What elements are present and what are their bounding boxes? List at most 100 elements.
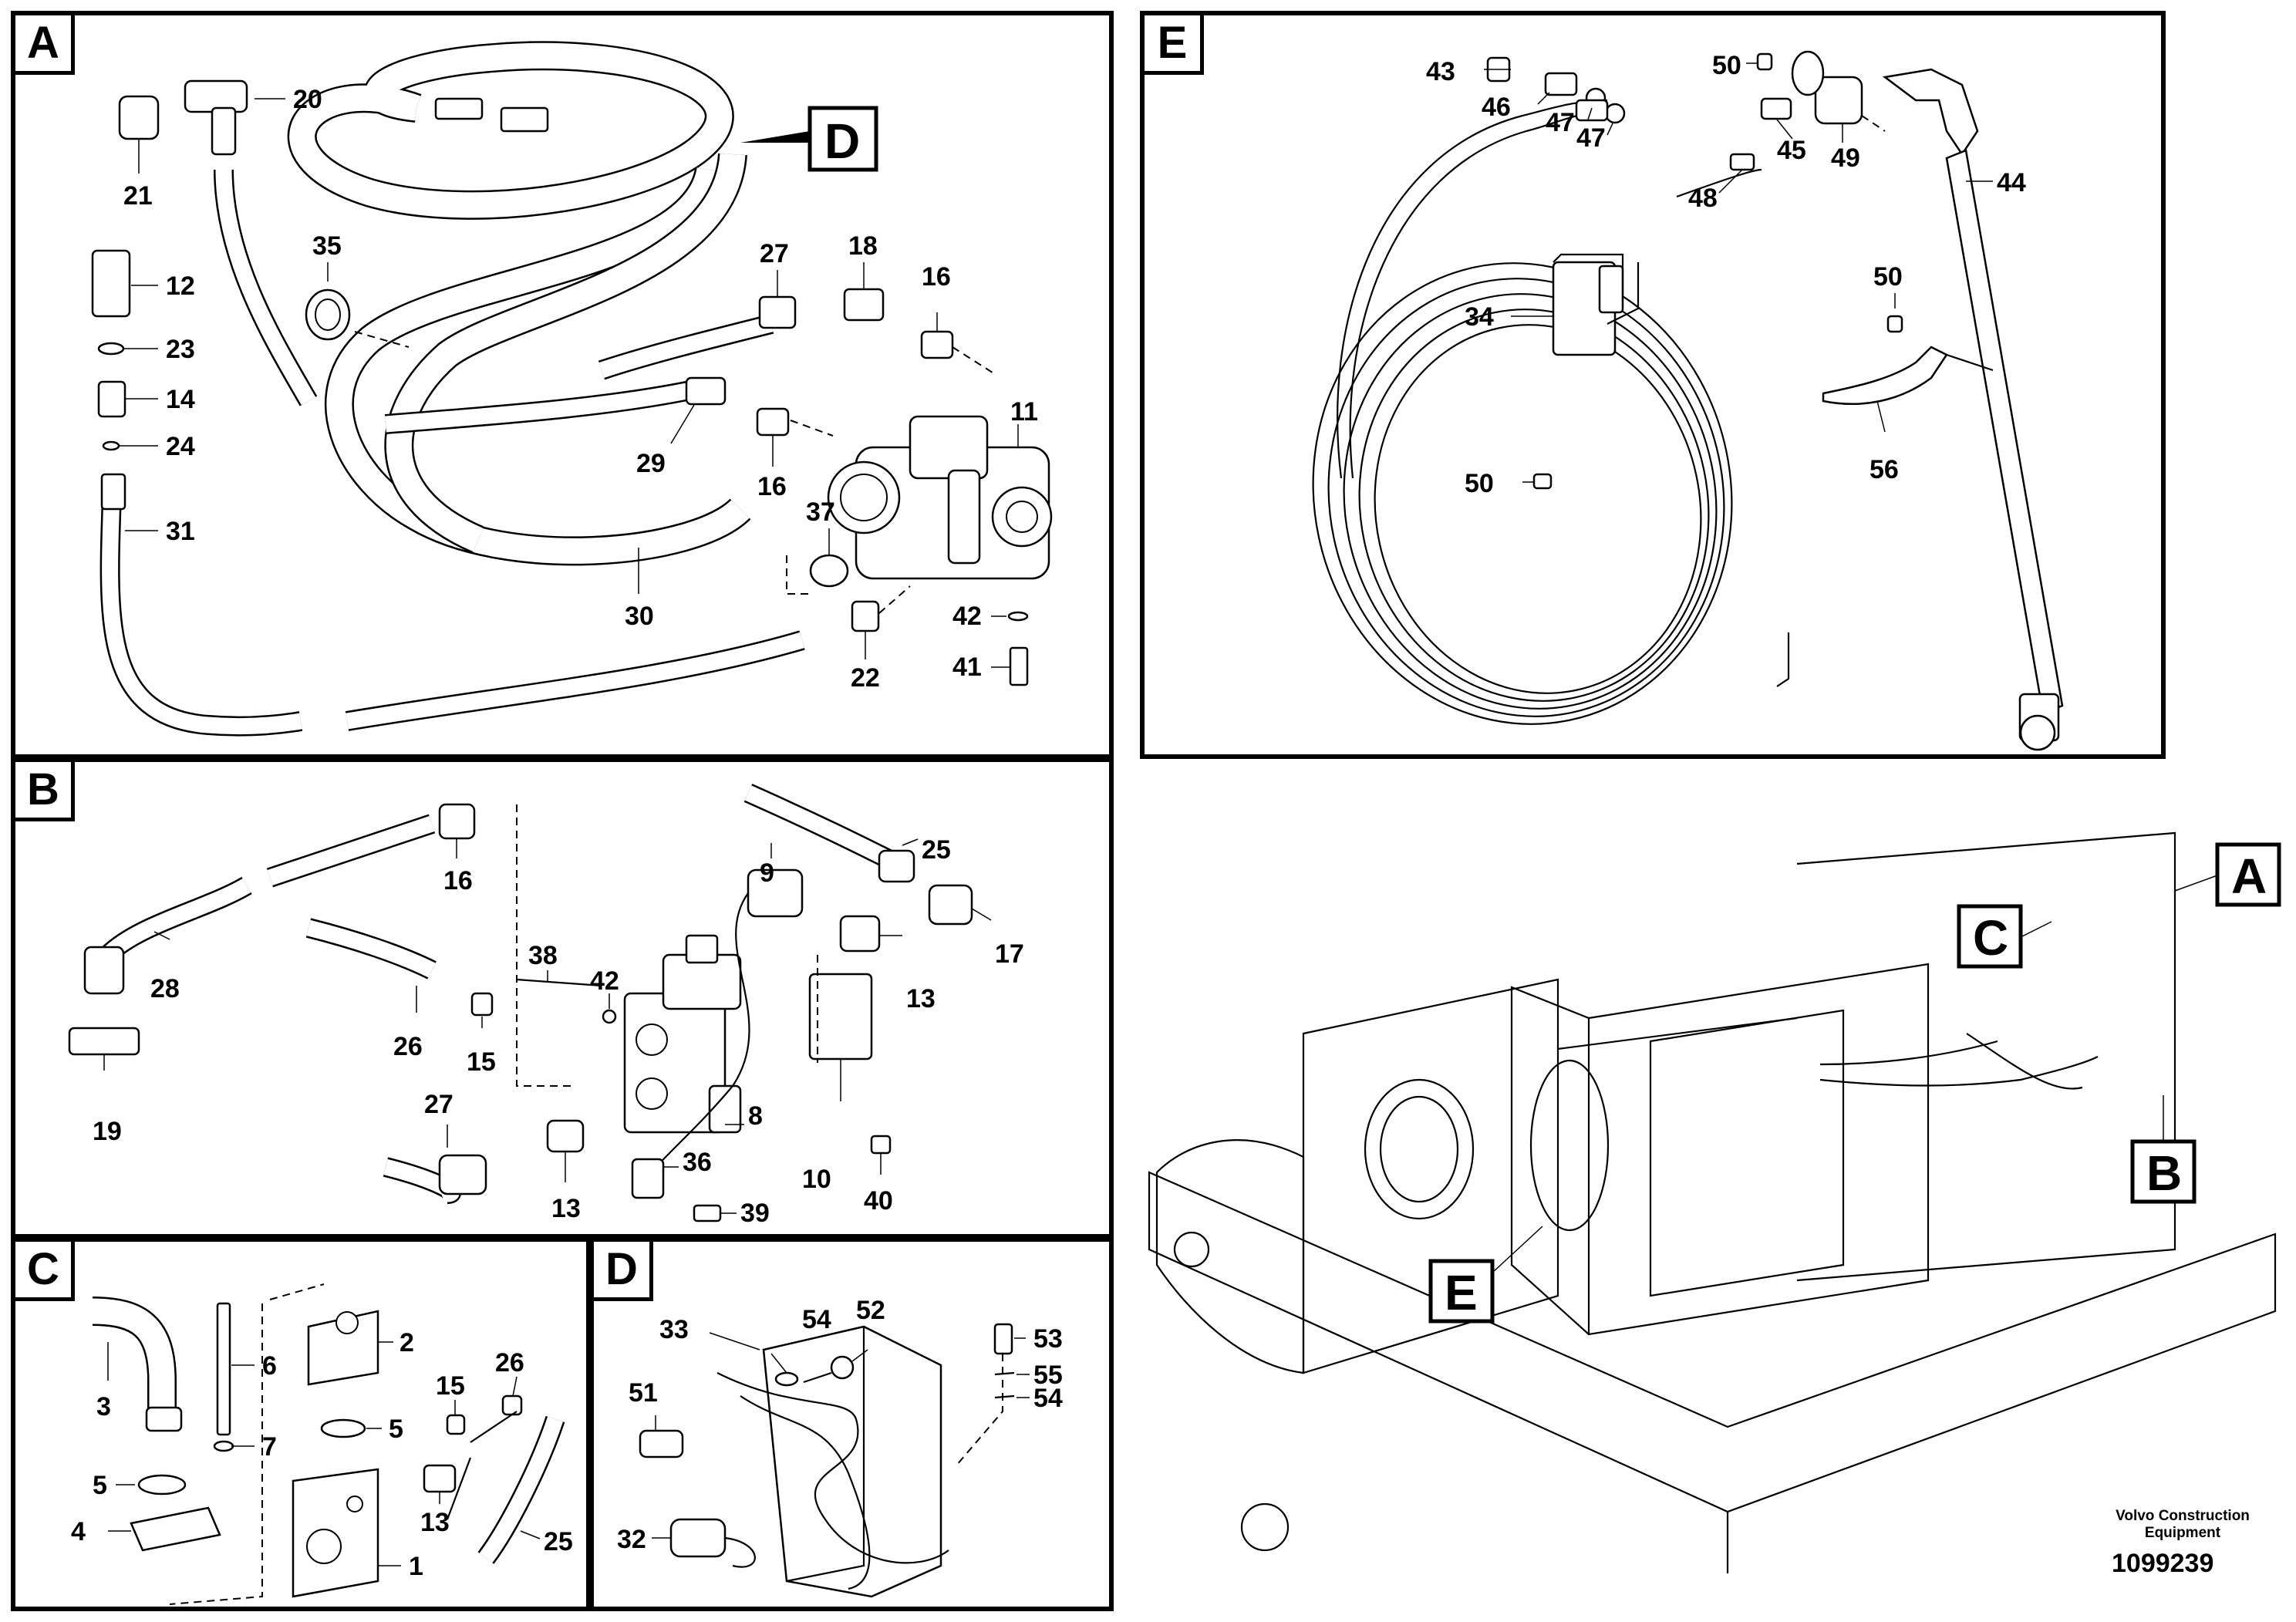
callout-32: 32 [617,1525,646,1554]
callout-3: 3 [96,1392,111,1421]
screw-50c [1532,473,1553,490]
overview-box-b-letter: B [2146,1145,2182,1201]
oring-5 [137,1474,187,1496]
panel-d-letter: D [594,1242,653,1301]
callout-54: 54 [802,1305,831,1334]
nipple-14 [97,380,126,418]
callout-49: 49 [1831,143,1860,173]
callout-15: 15 [467,1047,496,1077]
adapter-16b [756,407,790,437]
callout-4: 4 [71,1517,86,1546]
screw-53 [993,1323,1013,1355]
washer-55 [994,1371,1015,1376]
callout-33: 33 [659,1315,689,1344]
elbow-18 [843,288,885,322]
fitting-26 [501,1394,523,1416]
company-caption: Volvo Construction Equipment [2082,1508,2283,1542]
callout-16b: 16 [757,472,787,501]
callout-43: 43 [1426,57,1455,86]
callout-45: 45 [1777,136,1806,165]
callout-41: 41 [952,653,982,682]
hose-end-48 [1729,153,1755,171]
overview-box-e [1428,1259,1495,1324]
adapter-46 [1544,72,1578,96]
valve-block-8 [623,934,742,1134]
callout-50b: 50 [1873,262,1903,292]
nipple-15 [446,1414,466,1435]
panel-e-letter: E [1145,15,1204,75]
callout-9: 9 [760,858,774,888]
callout-5b: 5 [389,1415,403,1444]
hose-end-31 [100,473,126,511]
wire-9 [643,892,750,1183]
callout-46: 46 [1482,93,1511,122]
callout-34: 34 [1465,302,1494,332]
hose-fitting-icon [434,97,484,120]
callout-26: 26 [495,1348,524,1378]
company-line-2: Equipment [2144,1525,2221,1541]
company-line-1: Volvo Construction [2116,1508,2250,1524]
overview-box-e-letter: E [1445,1265,1478,1320]
connector-icon [708,1084,742,1134]
hose-holder-33 [716,1325,949,1598]
spray-gun-44 [1882,68,2064,751]
fitting-27 [758,295,797,329]
arrow-to-d-icon [740,131,810,143]
screw-50b [1886,315,1903,333]
screw-50a [1756,52,1773,71]
callout-25: 25 [922,835,951,865]
callout-50a: 50 [1712,51,1741,80]
callout-27: 27 [424,1090,453,1119]
bolt-6 [216,1302,231,1436]
panel-c-letter: C [15,1242,75,1301]
oring-5b [320,1418,366,1438]
callout-28: 28 [150,974,180,1003]
clamp-37 [809,554,849,588]
holder-56 [1822,346,1948,405]
washer-54 [774,1371,799,1387]
hose-coil-30 [287,41,751,566]
callout-22: 22 [851,663,880,693]
callout-25: 25 [544,1527,573,1556]
pump-assembly-11 [827,415,1053,580]
adapter-13b [546,1119,585,1153]
ref-box-d-letter: D [824,113,860,169]
coupler-12 [91,249,131,318]
callout-2: 2 [400,1328,414,1357]
callout-5: 5 [93,1471,107,1500]
block-1 [292,1468,379,1598]
callout-16: 16 [443,866,473,895]
hose-reel-coil-48 [1312,99,1762,725]
callout-16: 16 [922,262,951,292]
plug-9 [747,868,804,918]
callout-52: 52 [856,1296,885,1325]
callout-44: 44 [1997,168,2026,197]
callout-21: 21 [123,181,153,211]
panel-b-letter: B [15,762,75,821]
fitting-22 [851,600,880,632]
ref-box-d [807,106,878,172]
callout-1: 1 [409,1552,423,1581]
panel-c: C 3 6 7 5 4 [11,1237,591,1611]
fitting-29 [685,376,727,406]
overview-box-a [2215,842,2281,907]
panel-a-drawing: D [91,41,1053,737]
callout-23: 23 [166,335,195,364]
callout-13: 13 [906,984,936,1013]
callout-14: 14 [166,385,195,414]
nozzle-32 [669,1518,727,1558]
overview-box-c [1957,904,2023,969]
panel-e: E [1140,11,2166,759]
callout-47b: 47 [1576,123,1606,153]
panel-b: B [11,757,1114,1239]
callout-27: 27 [760,239,789,268]
callout-37: 37 [806,497,835,527]
plug-51 [639,1429,684,1458]
bolt-38 [516,978,602,987]
bracket-10 [808,973,873,1061]
machine-frame-icon [1148,831,2277,1573]
callout-50c: 50 [1465,469,1494,498]
callout-24: 24 [166,432,195,461]
callout-29: 29 [636,449,666,478]
callout-8: 8 [748,1101,763,1131]
